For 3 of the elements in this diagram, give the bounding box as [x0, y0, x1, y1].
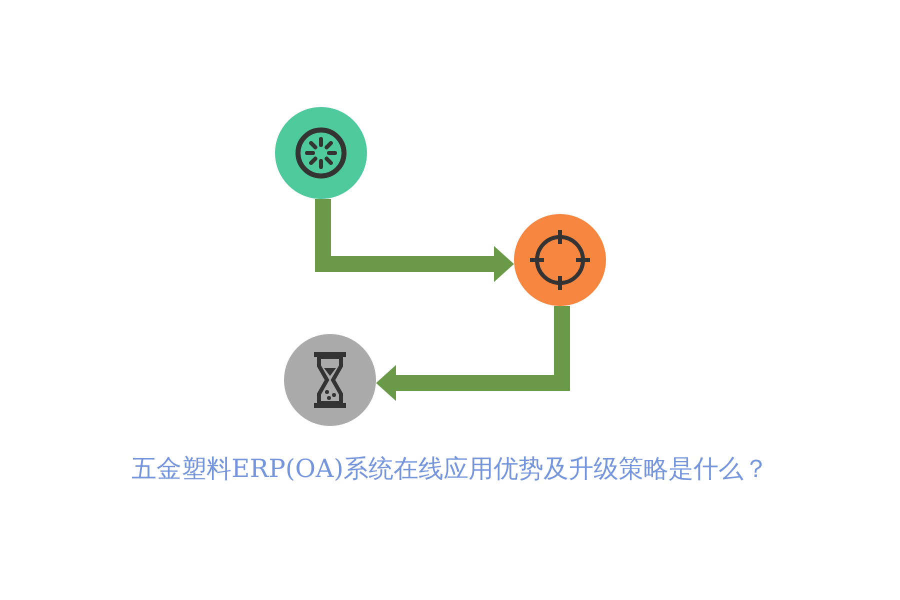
arrow: [315, 199, 514, 282]
arrow: [376, 306, 570, 401]
title: 五金塑料ERP(OA)系统在线应用优势及升级策略是什么？: [132, 453, 768, 485]
